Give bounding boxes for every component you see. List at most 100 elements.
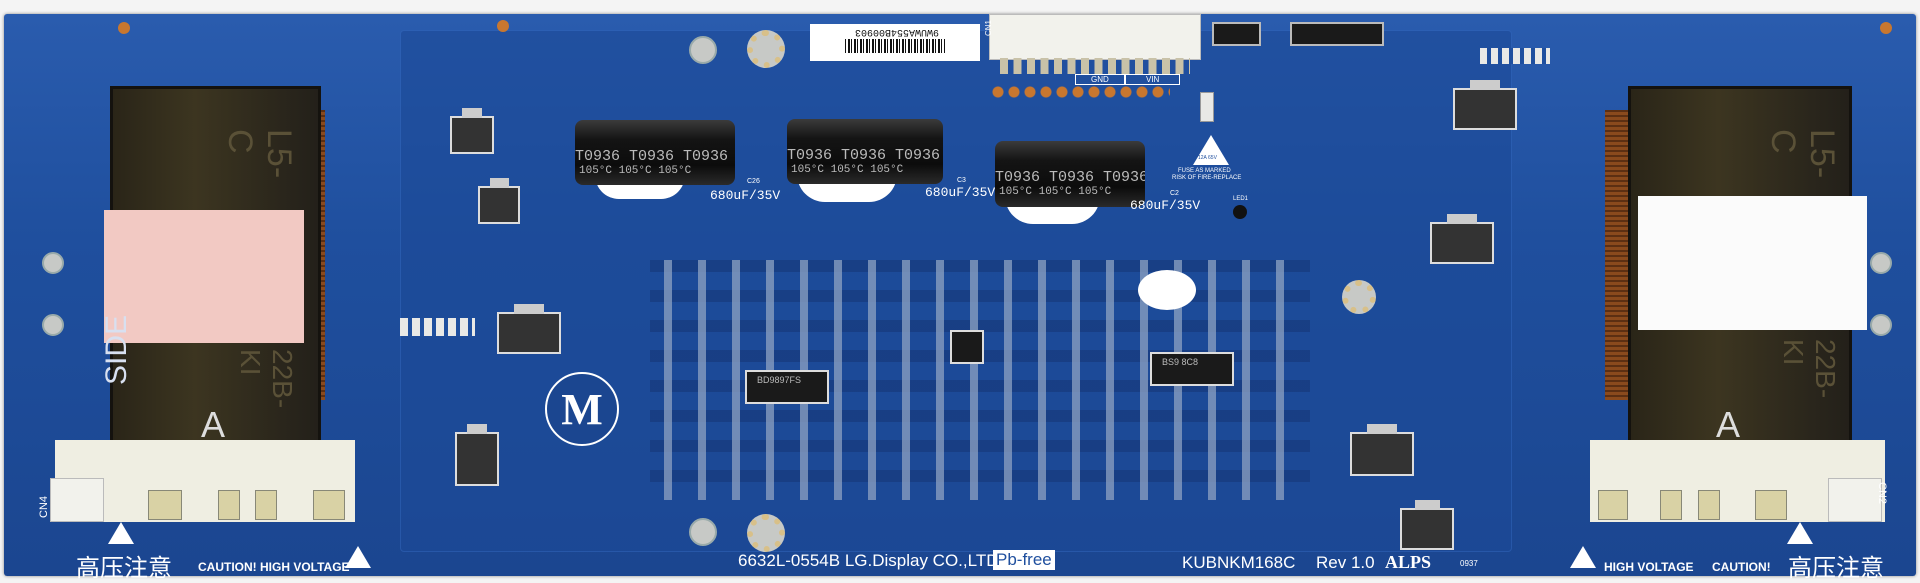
model-text: 6632L-0554B LG.Display CO.,LTD [738,551,999,570]
warning-english: CAUTION! [1712,560,1771,574]
fuse-rating: 12A 65V [1198,155,1217,161]
capacitor-ref: C26 [747,178,760,185]
ic-marking: BD9897FS [757,375,802,385]
connector-cn2[interactable] [1828,478,1882,522]
mounting-hole [689,518,717,546]
white-sticker [1638,196,1867,330]
white-paint-mark [1138,270,1196,310]
capacitor-rating: 680uF/35V [1130,198,1201,213]
solder-pad [118,22,130,34]
connector-cn1[interactable] [989,14,1201,60]
transformer-pin [218,490,240,520]
ic-small [950,330,984,364]
maker-name: ALPS [1385,552,1432,572]
mounting-hole [1870,252,1892,274]
capacitor-ref: C3 [957,177,966,184]
barcode-label: 9WUWA554B00903 [810,24,980,61]
transformer-pin [1598,490,1628,520]
connector-ref: CN4 [38,495,50,518]
small-connector[interactable] [1290,22,1384,46]
warning-chinese: 高压注意 [1788,555,1884,582]
capacitor-marking: T0936 T0936 T0936 T0 [575,148,735,165]
serial-number: 9WUWA554B00903 [855,26,940,37]
mosfet [1430,214,1494,264]
mounting-hole [1870,314,1892,336]
transformer-text: L5-C [1764,129,1841,179]
gnd-label: GND [1075,74,1125,85]
vin-label: VIN [1125,74,1181,85]
fuse-warning-line2: RISK OF FIRE-REPLACE [1172,175,1242,181]
revision: Rev 1.0 [1316,553,1375,572]
high-voltage-icon [1787,522,1813,544]
connector-pins [1000,58,1190,74]
board-inner-area [400,30,1512,552]
screw-pad [747,30,785,68]
phase-label: A [1716,404,1741,445]
warning-chinese: 高压注意 [76,555,172,582]
phase-label: A [201,404,226,445]
transformer-winding [1605,110,1630,400]
transformer-pin [255,490,277,520]
connector-pin-label: 14 [970,48,981,58]
warning-english: HIGH VOLTAGE [1604,560,1694,574]
fuse-warning-icon [1193,135,1229,165]
ic-u2: BD9897FS [745,370,829,404]
screw-pad [747,514,785,552]
left-white-area [55,440,355,522]
pb-free-label: Pb-free [993,550,1055,570]
mosfet [1350,424,1414,476]
capacitor-temp: 105°C 105°C 105°C [791,164,904,176]
mosfet [1400,500,1454,550]
high-voltage-icon [345,546,371,568]
ic-u1: BS9 8C8 [1150,352,1234,386]
warning-english: CAUTION! HIGH VOLTAGE [198,560,350,574]
transformer-code: 22B-KI [1778,339,1841,399]
transformer-text: L5-C [221,129,298,179]
transformer-code: 22B-KI [235,349,298,409]
side-text: SIDE [100,314,133,385]
ic-marking: BS9 8C8 [1162,357,1199,367]
small-connector[interactable] [1212,22,1261,46]
screw-pad [1342,280,1376,314]
capacitor-temp: 105°C 105°C 105°C [579,165,692,177]
capacitor-body: T0936 T0936 T0936 T0 105°C 105°C 105°C [575,120,735,185]
mounting-hole [42,252,64,274]
mosfet [450,108,494,154]
smd-resistors [400,318,475,336]
solder-pad [1880,22,1892,34]
capacitor-ref: C2 [1170,190,1179,197]
led [1233,205,1247,219]
capacitor-c2: T0936 T0936 T0936 T0 105°C 105°C 105°C 6… [995,141,1200,226]
capacitor-body: T0936 T0936 T0936 T0 105°C 105°C 105°C [787,119,943,184]
capacitor-temp: 105°C 105°C 105°C [999,186,1112,198]
led-ref: LED1 [1233,196,1249,202]
connector-ref: CN2 [1876,482,1888,505]
capacitor-rating: 680uF/35V [925,185,996,200]
capacitor-marking: T0936 T0936 T0936 T0 [995,169,1145,186]
fuse [1200,92,1214,122]
barcode [845,39,945,53]
connector-cn1-ref: CN1 [984,19,993,36]
capacitor-c3: T0936 T0936 T0936 T0 105°C 105°C 105°C 6… [787,119,995,202]
capacitor-rating: 680uF/35V [710,188,781,203]
mosfet [497,304,561,354]
mosfet [1453,80,1517,130]
capacitor-marking: T0936 T0936 T0936 T0 [787,147,943,164]
fuse-warning-line1: FUSE AS MARKED [1178,168,1231,174]
capacitor-c26: T0936 T0936 T0936 T0 105°C 105°C 105°C 6… [575,120,780,203]
logo-letter: M [561,385,603,434]
mosfet [455,424,499,486]
high-voltage-icon [1570,546,1596,568]
capacitor-body: T0936 T0936 T0936 T0 105°C 105°C 105°C [995,141,1145,207]
mounting-hole [42,314,64,336]
transformer-pin [1755,490,1787,520]
transformer-pin [1698,490,1720,520]
connector-cn4[interactable] [50,478,104,522]
pink-sticker [104,210,304,343]
mosfet [478,178,520,224]
transformer-pin [313,490,345,520]
smd-resistors [1480,48,1550,64]
manufacturer-logo: M [545,372,619,446]
solder-pad [497,20,509,32]
high-voltage-icon [108,522,134,544]
